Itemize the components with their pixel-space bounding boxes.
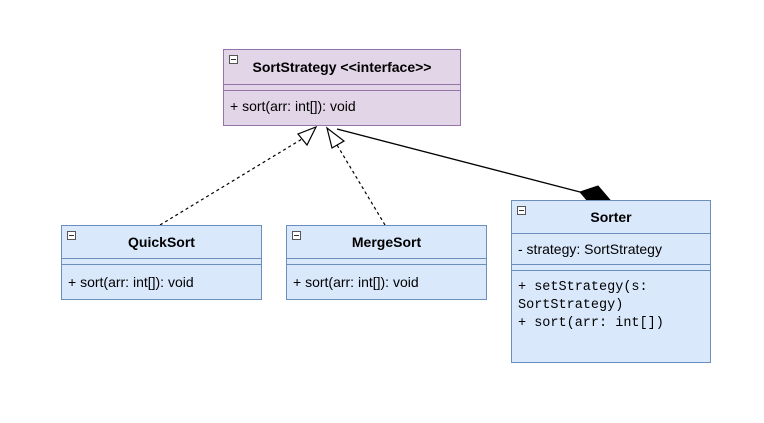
operation-sort: + sort(arr: int[]): void	[68, 274, 194, 290]
class-header[interactable]: MergeSort	[287, 226, 486, 258]
attributes-section: - strategy: SortStrategy	[512, 234, 710, 264]
divider	[512, 264, 710, 265]
class-sorter[interactable]: Sorter - strategy: SortStrategy + setStr…	[511, 200, 711, 363]
divider	[62, 258, 261, 259]
class-mergesort[interactable]: MergeSort + sort(arr: int[]): void	[286, 225, 487, 300]
divider	[512, 270, 710, 271]
operations-section: + sort(arr: int[]): void	[62, 265, 261, 290]
class-title: QuickSort	[128, 234, 195, 250]
divider	[287, 264, 486, 265]
class-title: MergeSort	[351, 234, 422, 250]
realization-line-mergesort	[336, 144, 386, 226]
operations-section: + setStrategy(s: SortStrategy) + sort(ar…	[512, 271, 710, 333]
composition-line	[336, 128, 581, 193]
collapse-toggle-icon[interactable]	[67, 231, 76, 240]
divider	[224, 90, 460, 91]
divider	[224, 84, 460, 85]
class-title: Sorter	[590, 209, 632, 225]
operations-section: + sort(arr: int[]): void	[224, 91, 460, 114]
collapse-toggle-icon[interactable]	[292, 231, 301, 240]
collapse-toggle-icon[interactable]	[517, 206, 526, 215]
operation-line: + setStrategy(s:	[518, 280, 648, 295]
operation-line: + sort(arr: int[])	[518, 316, 664, 331]
divider	[287, 258, 486, 259]
operations-section: + sort(arr: int[]): void	[287, 265, 486, 290]
class-header[interactable]: Sorter	[512, 201, 710, 233]
class-sortstrategy[interactable]: SortStrategy <<interface>> + sort(arr: i…	[223, 49, 461, 126]
class-header[interactable]: SortStrategy <<interface>>	[224, 50, 460, 84]
operation-sort: + sort(arr: int[]): void	[293, 274, 419, 290]
class-header[interactable]: QuickSort	[62, 226, 261, 258]
attribute-strategy: - strategy: SortStrategy	[518, 241, 662, 257]
realization-arrowhead-quicksort	[297, 125, 318, 147]
realization-line-quicksort	[159, 138, 303, 226]
divider	[62, 264, 261, 265]
class-title: SortStrategy <<interface>>	[252, 59, 432, 75]
class-quicksort[interactable]: QuickSort + sort(arr: int[]): void	[61, 225, 262, 300]
collapse-toggle-icon[interactable]	[229, 55, 238, 64]
realization-arrowhead-mergesort	[326, 126, 346, 149]
divider	[512, 233, 710, 234]
operation-line: SortStrategy)	[518, 298, 624, 313]
operation-sort: + sort(arr: int[]): void	[230, 98, 356, 114]
